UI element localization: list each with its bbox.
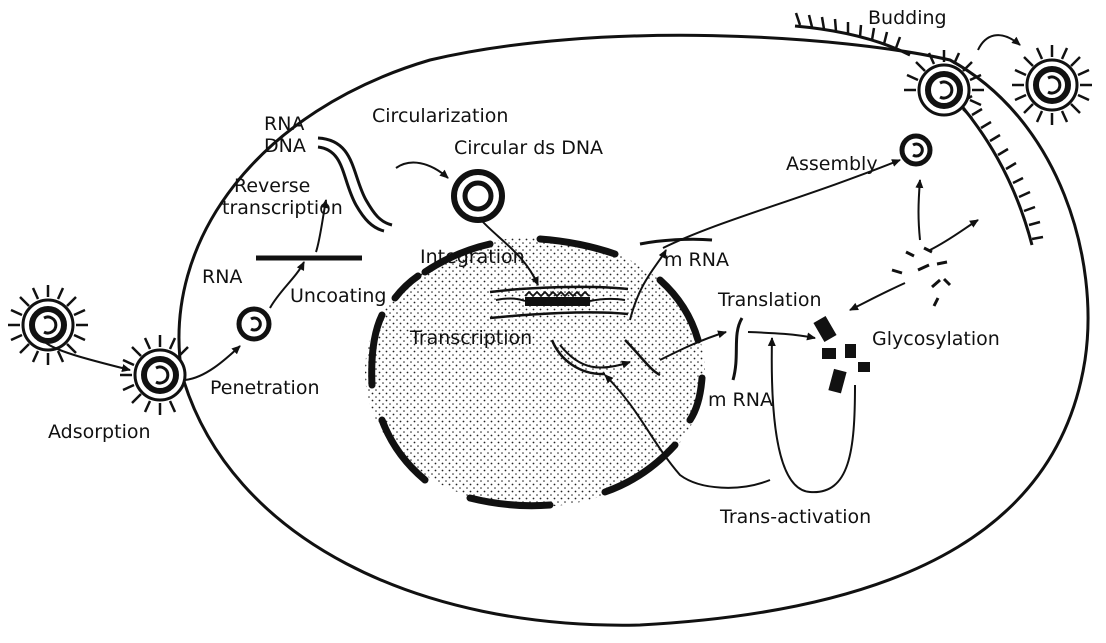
mrna-strand-cytoplasm <box>733 318 742 380</box>
viral-proteins <box>813 316 870 393</box>
trans-activation-loop <box>772 338 855 492</box>
label-integration: Integration <box>420 246 525 268</box>
label-penetration: Penetration <box>210 377 320 399</box>
label-translation: Translation <box>717 289 822 311</box>
label-circularization: Circularization <box>372 105 508 127</box>
label-adsorption: Adsorption <box>48 421 151 443</box>
label-assembly: Assembly <box>786 153 878 175</box>
label-m-rna-top: m RNA <box>664 249 729 271</box>
released-virus-particle <box>1012 45 1092 125</box>
label-m-rna-bottom: m RNA <box>708 389 773 411</box>
label-transcription-rt: transcription <box>222 197 343 219</box>
label-transcription: Transcription <box>409 327 532 349</box>
free-virus-particle <box>8 285 88 365</box>
budding-virus-particle <box>904 50 984 118</box>
label-uncoating: Uncoating <box>290 285 387 307</box>
circular-ds-dna <box>454 172 502 220</box>
glycoprotein-fragments <box>892 248 950 306</box>
uncoated-core <box>239 309 269 339</box>
label-rna-top: RNA <box>264 113 304 135</box>
label-reverse: Reverse <box>234 175 310 197</box>
assembly-core <box>902 136 930 164</box>
label-trans-activation: Trans-activation <box>719 506 871 528</box>
label-dna-top: DNA <box>264 135 306 157</box>
label-rna-left: RNA <box>202 266 242 288</box>
label-budding: Budding <box>868 7 947 29</box>
label-circular-ds-dna: Circular ds DNA <box>454 137 603 159</box>
label-glycosylation: Glycosylation <box>872 328 1000 350</box>
